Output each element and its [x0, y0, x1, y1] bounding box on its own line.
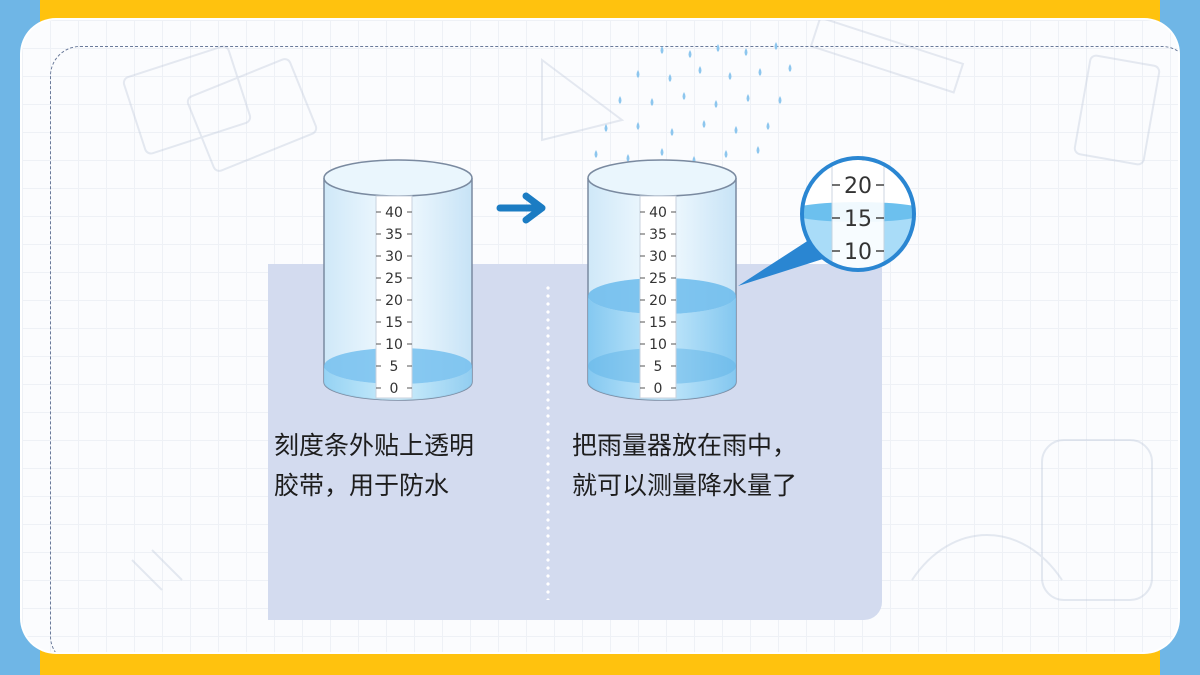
- rain-drop: [778, 96, 782, 104]
- rain-drop: [714, 100, 718, 108]
- step2-caption-line1: 把雨量器放在雨中，: [572, 431, 798, 460]
- rain-drop: [746, 94, 750, 102]
- rain-drop: [688, 50, 692, 58]
- rain-gauge-empty: 40 35 30 25 20 15 10 5 0: [323, 159, 473, 401]
- rain-drop: [668, 74, 672, 82]
- step2-caption: 把雨量器放在雨中， 就可以测量降水量了: [572, 426, 797, 506]
- rain-drop: [702, 120, 706, 128]
- rain-drop: [636, 122, 640, 130]
- right-arrow-icon: [496, 192, 546, 224]
- scale-tick-label: 20: [649, 293, 667, 309]
- magnified-tick-label: 5: [851, 273, 865, 290]
- rain-drop: [618, 96, 622, 104]
- scale-tick-label: 40: [649, 205, 667, 221]
- rain-drop: [660, 46, 664, 54]
- scale-tick-label: 35: [385, 227, 403, 243]
- rain-drop: [728, 72, 732, 80]
- rain-drop: [766, 122, 770, 130]
- magnified-tick-label: 10: [844, 240, 872, 265]
- rain-drop: [744, 48, 748, 56]
- scale-tick-label: 5: [654, 359, 663, 375]
- rain-drop: [636, 70, 640, 78]
- scale-tick-label: 0: [654, 381, 663, 397]
- rain-drop: [756, 146, 760, 154]
- scale-strip: [639, 195, 677, 399]
- step1-caption-line2: 胶带，用于防水: [274, 471, 450, 500]
- scale-tick-label: 20: [385, 293, 403, 309]
- scale-strip: [375, 195, 413, 399]
- scale-tick-label: 30: [385, 249, 403, 265]
- scale-tick-label: 0: [390, 381, 399, 397]
- dotted-divider: [546, 284, 550, 600]
- scale-tick-label: 40: [385, 205, 403, 221]
- magnified-tick-label: 25: [844, 141, 872, 166]
- magnifier-callout-icon: 25 20 15 10 5: [738, 141, 916, 290]
- rain-drop: [774, 42, 778, 50]
- scale-tick-label: 30: [649, 249, 667, 265]
- rain-drop: [758, 68, 762, 76]
- scale-tick-label: 35: [649, 227, 667, 243]
- rain-drop: [716, 44, 720, 52]
- rain-drop: [650, 98, 654, 106]
- scale-tick-label: 15: [385, 315, 403, 331]
- magnified-tick-label: 20: [844, 174, 872, 199]
- step1-caption-line1: 刻度条外贴上透明: [274, 431, 475, 460]
- rain-drop: [788, 64, 792, 72]
- rain-drop: [698, 66, 702, 74]
- scale-tick-label: 10: [385, 337, 403, 353]
- rain-drop: [626, 154, 630, 162]
- magnified-tick-label: 15: [844, 207, 872, 232]
- scale-tick-label: 15: [649, 315, 667, 331]
- rain-drop: [594, 150, 598, 158]
- rain-drop: [604, 124, 608, 132]
- rain-drop: [670, 128, 674, 136]
- rain-drop: [734, 126, 738, 134]
- rain-gauge-filled: 40 35 30 25 20 15 10 5 0: [587, 159, 737, 401]
- scale-tick-label: 25: [385, 271, 403, 287]
- scale-tick-label: 5: [390, 359, 399, 375]
- rain-drop: [660, 148, 664, 156]
- scale-tick-label: 25: [649, 271, 667, 287]
- step1-caption: 刻度条外贴上透明 胶带，用于防水: [274, 426, 474, 506]
- rain-drop: [682, 92, 686, 100]
- background-doodles: [122, 20, 1161, 601]
- scale-tick-label: 10: [649, 337, 667, 353]
- rain-drop: [724, 150, 728, 158]
- step2-caption-line2: 就可以测量降水量了: [572, 471, 798, 500]
